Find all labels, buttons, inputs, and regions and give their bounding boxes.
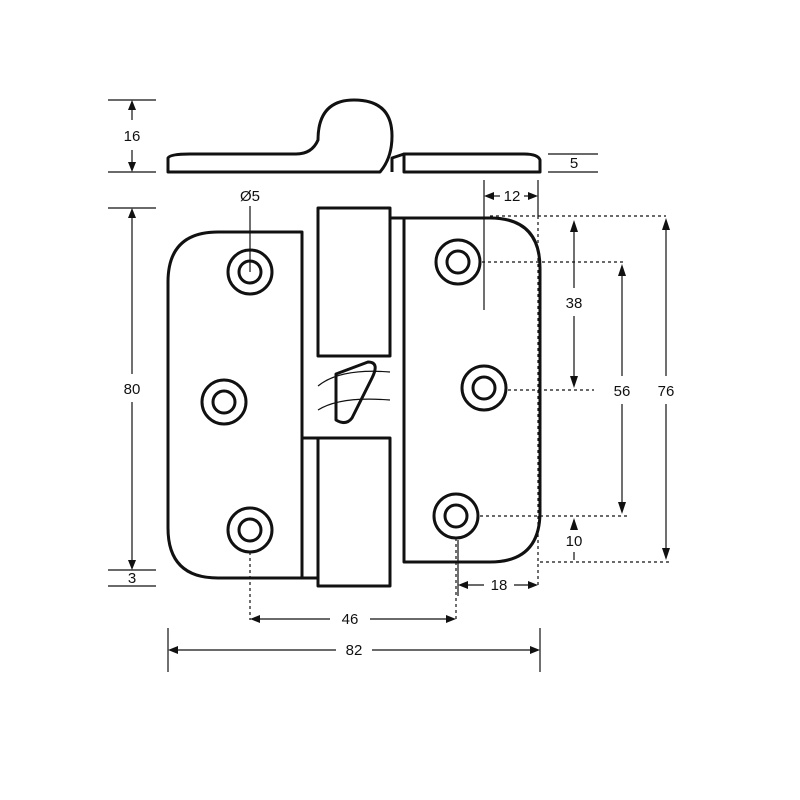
dim-bottom-offset: 3 <box>128 570 136 587</box>
knuckle-upper <box>316 206 392 358</box>
dim-hole-spacing-upper: 38 <box>566 295 583 312</box>
dim-overall-width: 82 <box>346 642 363 659</box>
dim-hole-spacing-horizontal: 46 <box>342 611 359 628</box>
left-leaf-hole-middle <box>200 378 248 426</box>
right-leaf-hole-bottom <box>432 492 480 540</box>
knuckle-middle-lines <box>318 355 390 439</box>
hinge-spring <box>334 360 377 425</box>
side-view-knuckle-gap <box>390 152 405 172</box>
right-leaf-hole-middle <box>460 364 508 412</box>
left-leaf-knuckle-strip <box>302 436 318 580</box>
dim-hole-diameter: Ø5 <box>240 188 260 205</box>
side-view-left-leaf-and-knuckle <box>166 98 394 174</box>
dim-leaf-thickness: 5 <box>570 155 578 172</box>
dim-left-leaf-height: 80 <box>124 381 141 398</box>
dim-edge-offset-top: 12 <box>504 188 521 205</box>
dim-right-leaf-height: 76 <box>658 383 675 400</box>
dim-knuckle-height: 16 <box>124 128 141 145</box>
knuckle-lower <box>316 436 392 588</box>
dimension-lines <box>108 99 670 672</box>
hinge-spring-coil <box>317 370 391 411</box>
right-leaf-hole-top <box>434 238 482 286</box>
dimension-labels: 16 5 12 Ø5 80 3 38 56 76 10 18 46 82 <box>124 128 675 659</box>
left-leaf <box>166 230 304 580</box>
side-view-right-leaf <box>402 152 542 174</box>
hinge-side-view <box>166 98 542 174</box>
right-leaf <box>402 216 542 564</box>
left-leaf-hole-bottom <box>226 506 274 554</box>
dim-hole-spacing-outer: 56 <box>614 383 631 400</box>
dim-hole-offset-side: 18 <box>491 577 508 594</box>
dim-hole-offset-bottom: 10 <box>566 533 583 550</box>
